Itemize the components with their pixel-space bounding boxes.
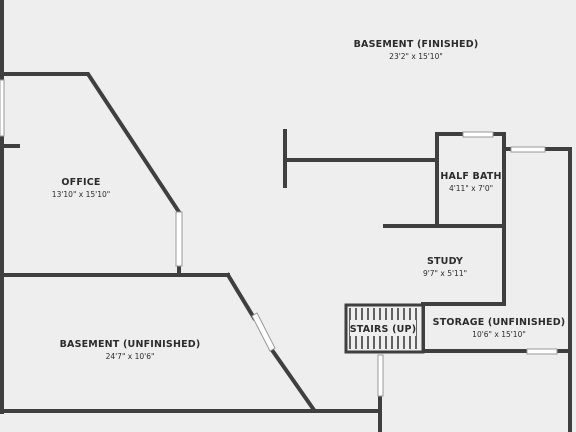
unfinished-diagonal-wall-lower [269,347,317,413]
office-window-right [175,211,183,267]
stair-opening [377,354,384,397]
room-name-half-bath: HALF BATH [440,171,501,182]
half-bath-right-wall [491,132,506,306]
room-name-basement-finished: BASEMENT (FINISHED) [354,39,479,50]
stairs-label-background [350,320,416,336]
room-dim-basement-finished: 23'2" x 15'10" [389,52,443,61]
stairs [344,303,425,354]
office-window-left [0,79,5,137]
room-name-study: STUDY [427,256,463,267]
room-dim-basement-unfinished: 24'7" x 10'6" [106,352,155,361]
room-dim-office: 13'10" x 15'10" [52,190,110,199]
room-dim-storage: 10'6" x 15'10" [472,330,526,339]
room-name-stairs: STAIRS (UP) [350,324,417,335]
room-dim-study: 9'7" x 5'11" [423,269,467,278]
room-name-office: OFFICE [61,177,100,188]
unfinished-window [251,312,276,352]
windows [0,79,558,397]
unfinished-diagonal-wall [225,272,257,321]
storage-top-wall [543,147,572,432]
half-bath-window [462,131,494,138]
office-diagonal-wall [0,72,182,215]
room-name-basement-unfinished: BASEMENT (UNFINISHED) [60,339,201,350]
room-dim-half-bath: 4'11" x 7'0" [449,184,493,193]
room-labels: BASEMENT (FINISHED) 23'2" x 15'10" OFFIC… [52,39,566,361]
storage-window-top [510,146,546,153]
storage-window-bottom [526,348,558,355]
half-bath-walls [435,132,465,228]
room-name-storage: STORAGE (UNFINISHED) [433,317,566,328]
lower-right-floor-area [382,352,576,432]
